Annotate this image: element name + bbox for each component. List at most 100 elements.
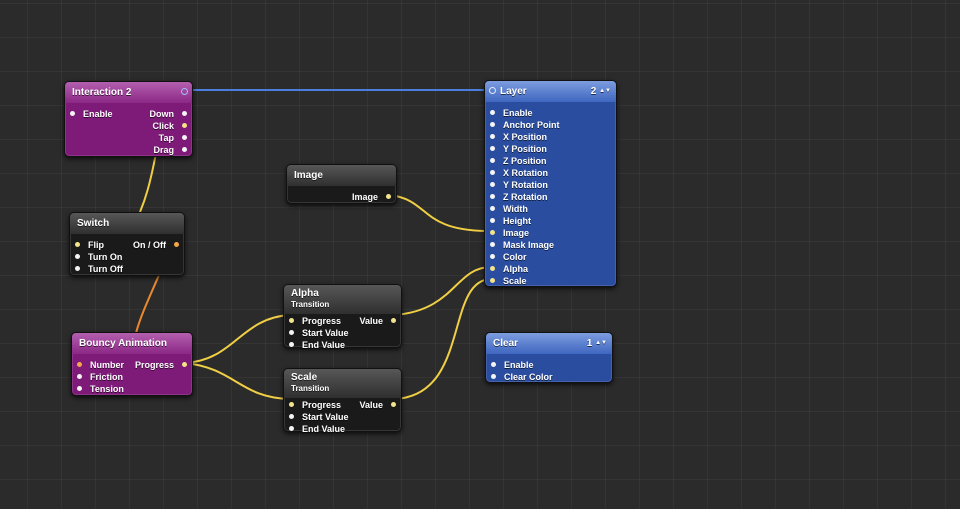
- port-dot-icon: [490, 170, 495, 176]
- image-node[interactable]: Image Image: [286, 164, 397, 204]
- port-image-input[interactable]: Image: [490, 227, 529, 239]
- port-tension-input[interactable]: Tension: [77, 383, 124, 395]
- clear-node-title: Clear: [493, 338, 519, 349]
- port-onoff-output[interactable]: On / Off: [133, 239, 179, 251]
- interaction-output-ring[interactable]: [181, 88, 188, 95]
- port-image-output[interactable]: Image: [352, 191, 391, 203]
- port-label: Start Value: [302, 328, 349, 338]
- port-label: Enable: [504, 360, 534, 370]
- port-label: Z Rotation: [503, 192, 548, 202]
- port-color-input[interactable]: Color: [490, 251, 527, 263]
- port-label: Height: [503, 216, 531, 226]
- port-enable-input[interactable]: Enable: [490, 107, 533, 119]
- port-x-position-input[interactable]: X Position: [490, 131, 547, 143]
- port-dot-icon: [490, 206, 495, 212]
- port-dot-icon: [77, 386, 82, 392]
- port-dot-icon: [75, 254, 80, 260]
- port-dot-icon: [75, 266, 80, 272]
- alpha-transition-node[interactable]: Alpha Transition Progress Value Start Va…: [283, 284, 402, 351]
- port-value-output[interactable]: Value: [359, 399, 396, 411]
- port-x-rotation-input[interactable]: X Rotation: [490, 167, 548, 179]
- clear-count-stepper[interactable]: 1 ▲▼: [587, 335, 607, 352]
- port-label: Y Rotation: [503, 180, 548, 190]
- port-dot-icon: [182, 111, 187, 117]
- port-dot-icon: [182, 147, 187, 153]
- port-end-value-input[interactable]: End Value: [289, 423, 345, 435]
- interaction-node-header[interactable]: Interaction 2: [65, 82, 192, 103]
- scale-transition-node[interactable]: Scale Transition Progress Value Start Va…: [283, 368, 402, 435]
- port-dot-icon: [289, 414, 294, 420]
- wire-click-flip: [139, 152, 157, 213]
- port-dot-icon: [289, 318, 294, 324]
- port-alpha-input[interactable]: Alpha: [490, 263, 528, 275]
- stepper-arrows-icon: ▲▼: [599, 88, 611, 94]
- image-node-title: Image: [294, 170, 323, 181]
- port-scale-input[interactable]: Scale: [490, 275, 527, 287]
- port-anchor-point-input[interactable]: Anchor Point: [490, 119, 560, 131]
- port-dot-icon: [490, 158, 495, 164]
- port-start-value-input[interactable]: Start Value: [289, 327, 349, 339]
- layer-node[interactable]: Layer 2 ▲▼ Enable Anchor Point X Positio…: [484, 80, 617, 287]
- port-tap-output[interactable]: Tap: [159, 132, 187, 144]
- layer-input-ring[interactable]: [489, 87, 496, 94]
- port-value-output[interactable]: Value: [359, 315, 396, 327]
- interaction-node[interactable]: Interaction 2 Enable Down Click Tap Drag: [64, 81, 193, 157]
- image-node-header[interactable]: Image: [287, 165, 396, 186]
- switch-node[interactable]: Switch Flip On / Off Turn On Turn Off: [69, 212, 185, 276]
- port-progress-output[interactable]: Progress: [135, 359, 187, 371]
- port-progress-input[interactable]: Progress: [289, 399, 341, 411]
- port-start-value-input[interactable]: Start Value: [289, 411, 349, 423]
- port-number-input[interactable]: Number: [77, 359, 124, 371]
- port-label: Color: [503, 252, 527, 262]
- port-dot-icon: [70, 111, 75, 117]
- port-turn-off-input[interactable]: Turn Off: [75, 263, 123, 275]
- port-y-position-input[interactable]: Y Position: [490, 143, 547, 155]
- port-progress-input[interactable]: Progress: [289, 315, 341, 327]
- port-dot-icon: [490, 254, 495, 260]
- port-label: End Value: [302, 424, 346, 434]
- port-label: Mask Image: [503, 240, 555, 250]
- port-label: Flip: [88, 240, 104, 250]
- port-label: On / Off: [133, 240, 166, 250]
- port-label: Start Value: [302, 412, 349, 422]
- port-z-rotation-input[interactable]: Z Rotation: [490, 191, 548, 203]
- port-dot-icon: [490, 218, 495, 224]
- port-label: Y Position: [503, 144, 547, 154]
- port-y-rotation-input[interactable]: Y Rotation: [490, 179, 548, 191]
- scale-transition-node-header[interactable]: Scale Transition: [284, 369, 401, 398]
- port-dot-icon: [386, 194, 391, 200]
- port-label: Click: [152, 121, 174, 131]
- port-dot-icon: [77, 362, 82, 368]
- port-clear-color-input[interactable]: Clear Color: [491, 371, 553, 383]
- port-flip-input[interactable]: Flip: [75, 239, 104, 251]
- port-label: End Value: [302, 340, 346, 350]
- port-end-value-input[interactable]: End Value: [289, 339, 345, 351]
- switch-node-title: Switch: [77, 218, 110, 229]
- port-label: Z Position: [503, 156, 547, 166]
- port-enable-input[interactable]: Enable: [70, 108, 113, 120]
- port-drag-output[interactable]: Drag: [153, 144, 187, 156]
- port-dot-icon: [75, 242, 80, 248]
- port-width-input[interactable]: Width: [490, 203, 528, 215]
- port-z-position-input[interactable]: Z Position: [490, 155, 547, 167]
- clear-node-header[interactable]: Clear 1 ▲▼: [486, 333, 612, 354]
- port-friction-input[interactable]: Friction: [77, 371, 123, 383]
- port-click-output[interactable]: Click: [152, 120, 187, 132]
- port-label: Progress: [134, 360, 174, 370]
- alpha-transition-node-header[interactable]: Alpha Transition: [284, 285, 401, 314]
- bouncy-animation-node[interactable]: Bouncy Animation Number Progress Frictio…: [71, 332, 193, 396]
- port-mask-image-input[interactable]: Mask Image: [490, 239, 554, 251]
- switch-node-header[interactable]: Switch: [70, 213, 184, 234]
- layer-count-stepper[interactable]: 2 ▲▼: [591, 83, 611, 100]
- bouncy-animation-node-title: Bouncy Animation: [79, 338, 167, 349]
- port-label: Drag: [153, 145, 174, 155]
- port-turn-on-input[interactable]: Turn On: [75, 251, 122, 263]
- port-dot-icon: [490, 182, 495, 188]
- layer-node-header[interactable]: Layer 2 ▲▼: [485, 81, 616, 102]
- port-down-output[interactable]: Down: [150, 108, 187, 120]
- port-enable-input[interactable]: Enable: [491, 359, 534, 371]
- bouncy-animation-node-header[interactable]: Bouncy Animation: [72, 333, 192, 354]
- port-height-input[interactable]: Height: [490, 215, 531, 227]
- clear-node[interactable]: Clear 1 ▲▼ Enable Clear Color: [485, 332, 613, 383]
- wire-progress-alpha: [184, 314, 291, 364]
